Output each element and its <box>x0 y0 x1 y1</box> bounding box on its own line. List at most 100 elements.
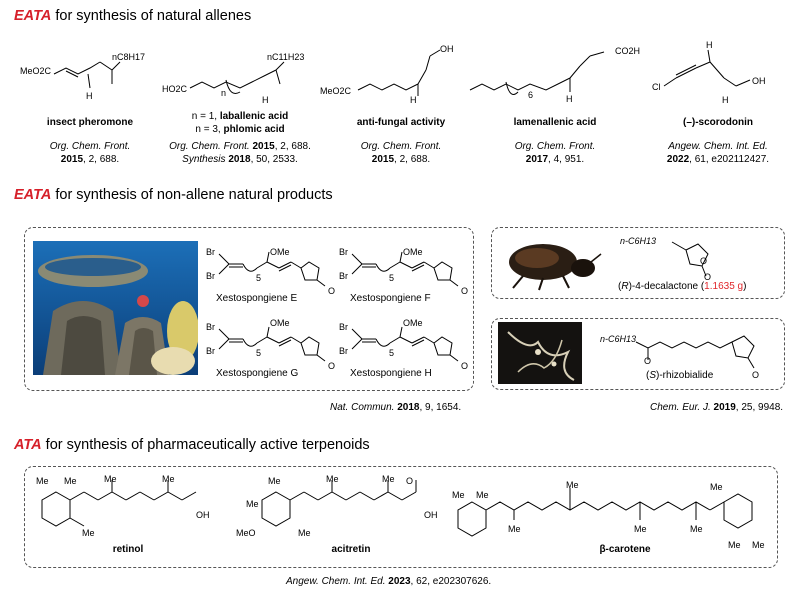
chem-label: Me <box>246 499 259 509</box>
chem-label: Me <box>476 490 489 500</box>
reference: Org. Chem. Front. 2015, 2, 688. Synthesi… <box>169 141 311 165</box>
reference: Org. Chem. Front. 2015, 2, 688. <box>360 141 442 165</box>
chem-label: HO2C <box>162 84 188 94</box>
allene-label: (–)-scorodonin <box>683 117 753 128</box>
chem-label: OMe <box>270 318 290 328</box>
chem-label: MeO <box>236 528 256 538</box>
chem-label: O <box>406 476 414 486</box>
sponge-photo <box>33 241 198 375</box>
chem-label: Me <box>728 540 741 550</box>
scorodonin-structure <box>663 49 751 87</box>
chem-label: O <box>328 286 336 296</box>
chem-label: Me <box>382 474 395 484</box>
xestospongiene-e-structure <box>218 251 326 287</box>
chem-label: MeO2C <box>320 86 352 96</box>
chem-label: Me <box>104 474 117 484</box>
chem-label: Br <box>339 247 348 257</box>
acitretin-label: acitretin <box>331 544 371 555</box>
chem-label: Me <box>36 476 49 486</box>
rhizobialide-box <box>491 318 785 390</box>
section-heading-nonallene: EATA for synthesis of non-allene natural… <box>14 187 333 203</box>
lamenallenic-acid-structure <box>469 51 605 95</box>
chem-label: Me <box>710 482 723 492</box>
xestospongiene-h-structure <box>351 326 459 362</box>
chem-label: 5 <box>256 273 262 283</box>
chem-label: Me <box>566 480 579 490</box>
terpenoid-box <box>24 466 778 568</box>
chem-label: 5 <box>389 273 395 283</box>
laballenic-acid-structure <box>189 61 285 94</box>
decalactone-box <box>491 227 785 299</box>
chem-label: Br <box>206 271 215 281</box>
xestospongiene-g-label: Xestospongiene G <box>216 368 299 379</box>
chem-label: H <box>262 95 269 105</box>
retinol-label: retinol <box>112 544 144 555</box>
chem-label: 6 <box>528 90 534 100</box>
allene-label: lamenallenic acid <box>513 117 597 128</box>
acitretin-structure <box>261 480 417 527</box>
chem-label: OMe <box>403 247 423 257</box>
chem-label: Br <box>339 346 348 356</box>
chem-label: H <box>722 95 729 105</box>
chem-label: Me <box>452 490 465 500</box>
retinol-structure <box>41 480 197 527</box>
chem-label: OMe <box>270 247 290 257</box>
chem-label: Me <box>326 474 339 484</box>
chem-label: O <box>461 286 469 296</box>
chem-label: H <box>86 91 93 101</box>
chem-label: H <box>566 94 573 104</box>
allene-label: anti-fungal activity <box>356 117 446 128</box>
rhizobialide-label: (S)-rhizobialide <box>646 370 714 381</box>
chem-label: 5 <box>389 348 395 358</box>
chem-label: Br <box>339 271 348 281</box>
xestospongiene-f-label: Xestospongiene F <box>350 293 431 304</box>
xestospongiene-f-structure <box>351 251 459 287</box>
antifungal-structure <box>357 49 441 96</box>
chem-label: n <box>221 88 227 98</box>
chem-label: CO2H <box>615 46 641 56</box>
chem-label: Me <box>690 524 703 534</box>
chem-label: n-C6H13 <box>620 236 657 246</box>
section-heading-allenes: EATA for synthesis of natural allenes <box>14 8 252 24</box>
xestospongiene-box <box>24 227 474 391</box>
beta-carotene-label: β-carotene <box>599 544 651 555</box>
xestospongiene-g-structure <box>218 326 326 362</box>
chem-label: O <box>644 356 652 366</box>
chem-label: OH <box>752 76 766 86</box>
reference: Angew. Chem. Int. Ed. 2023, 62, e2023076… <box>286 576 492 587</box>
reference: Nat. Commun. 2018, 9, 1654. <box>330 402 462 413</box>
sponge-image <box>33 241 198 375</box>
chem-label: Me <box>752 540 765 550</box>
xestospongiene-e-label: Xestospongiene E <box>216 293 298 304</box>
chem-label: 5 <box>256 348 262 358</box>
reference: Angew. Chem. Int. Ed. 2022, 61, e2021124… <box>666 141 770 165</box>
allene-label: n = 1, laballenic acid n = 3, phlomic ac… <box>191 111 289 135</box>
xestospongiene-h-label: Xestospongiene H <box>350 368 432 379</box>
decalactone-label: (R)-4-decalactone (1.1635 g) <box>618 281 747 292</box>
chem-label: H <box>410 95 417 105</box>
chem-label: Br <box>206 247 215 257</box>
chem-label: O <box>752 370 760 380</box>
chem-label: OH <box>196 510 210 520</box>
chem-label: MeO2C <box>20 66 52 76</box>
chem-label: O <box>328 361 336 371</box>
chem-label: n-C6H13 <box>600 334 637 344</box>
chem-label: OMe <box>403 318 423 328</box>
reference: Org. Chem. Front. 2015, 2, 688. <box>49 141 131 165</box>
beta-carotene-structure <box>457 488 753 537</box>
chem-label: nC8H17 <box>112 52 146 62</box>
decalactone-structure <box>671 241 709 277</box>
insect-pheromone-structure <box>53 61 121 89</box>
chem-label: Br <box>339 322 348 332</box>
root-photo <box>498 322 582 384</box>
chem-label: OH <box>424 510 438 520</box>
reference: Org. Chem. Front. 2017, 4, 951. <box>514 141 596 165</box>
chem-label: Me <box>634 524 647 534</box>
chem-label: Me <box>162 474 175 484</box>
chem-label: Cl <box>652 82 661 92</box>
chem-label: H <box>706 40 713 50</box>
beetle-photo <box>509 244 602 291</box>
rhizobialide-structure <box>635 335 755 369</box>
allene-label: insect pheromone <box>46 117 134 128</box>
chem-label: OH <box>440 44 454 54</box>
